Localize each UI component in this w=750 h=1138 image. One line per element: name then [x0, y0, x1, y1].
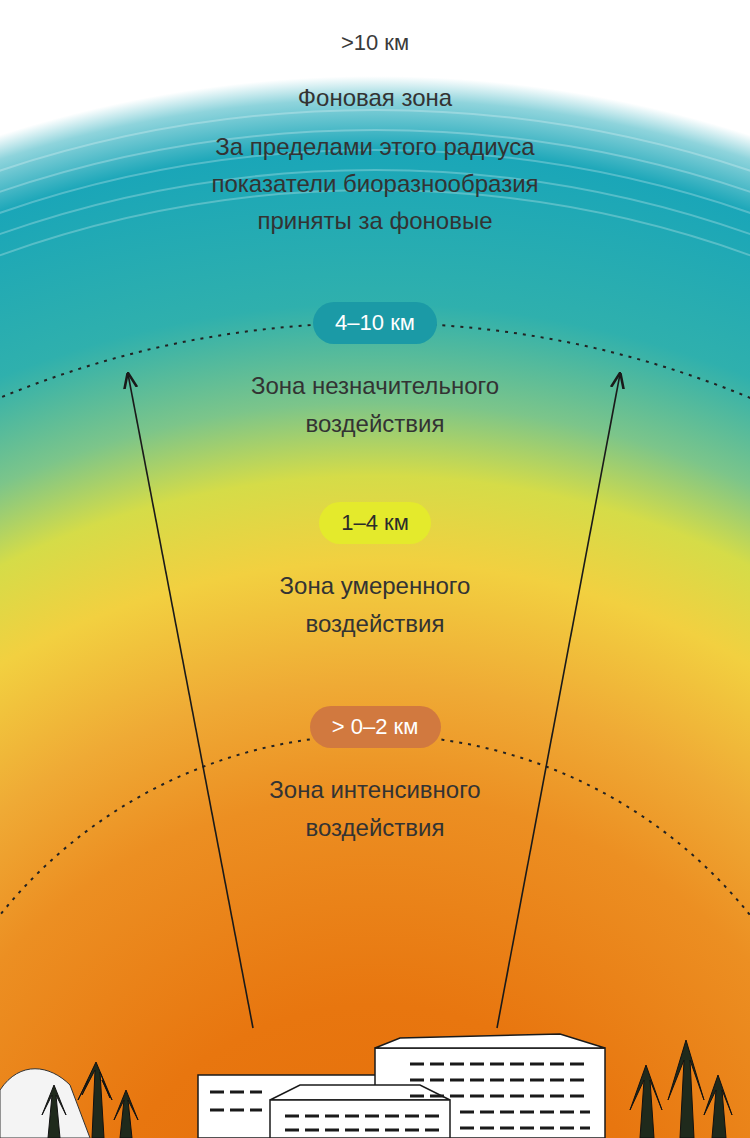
label-text: Зона умеренного воздействия	[280, 572, 471, 637]
radius-arrows	[128, 374, 620, 1028]
label-text: Зона незначительного воздействия	[251, 372, 499, 437]
distance-badge: 1–4 км	[319, 502, 431, 544]
badge-text: 1–4 км	[341, 510, 409, 536]
building	[198, 1034, 605, 1138]
label-text: Фоновая зона	[298, 84, 452, 111]
zone-label: Зона умеренного воздействия	[210, 567, 540, 643]
label-text: За пределами этого радиуса показатели би…	[211, 133, 538, 234]
trees-left	[0, 1062, 138, 1138]
radius-arrow	[128, 374, 253, 1028]
zone-label: Зона интенсивного воздействия	[210, 771, 540, 847]
trees-right	[630, 1040, 732, 1138]
label-text: Зона интенсивного воздействия	[269, 776, 480, 841]
zone-label: Зона незначительного воздействия	[210, 367, 540, 443]
faint-rings	[0, 110, 750, 1138]
zone-note: За пределами этого радиуса показатели би…	[165, 128, 585, 239]
badge-text: 4–10 км	[335, 310, 415, 336]
badge-text: > 0–2 км	[332, 714, 419, 740]
label-text: >10 км	[341, 30, 409, 55]
distance-badge: > 0–2 км	[310, 706, 441, 748]
zone-boundary-inner	[0, 735, 750, 1138]
distance-badge: 4–10 км	[313, 302, 437, 344]
radius-arrow	[497, 374, 620, 1028]
distance-label: >10 км	[255, 28, 495, 58]
zone-heading: Фоновая зона	[215, 82, 535, 114]
zone-boundary-outer	[0, 323, 750, 1138]
